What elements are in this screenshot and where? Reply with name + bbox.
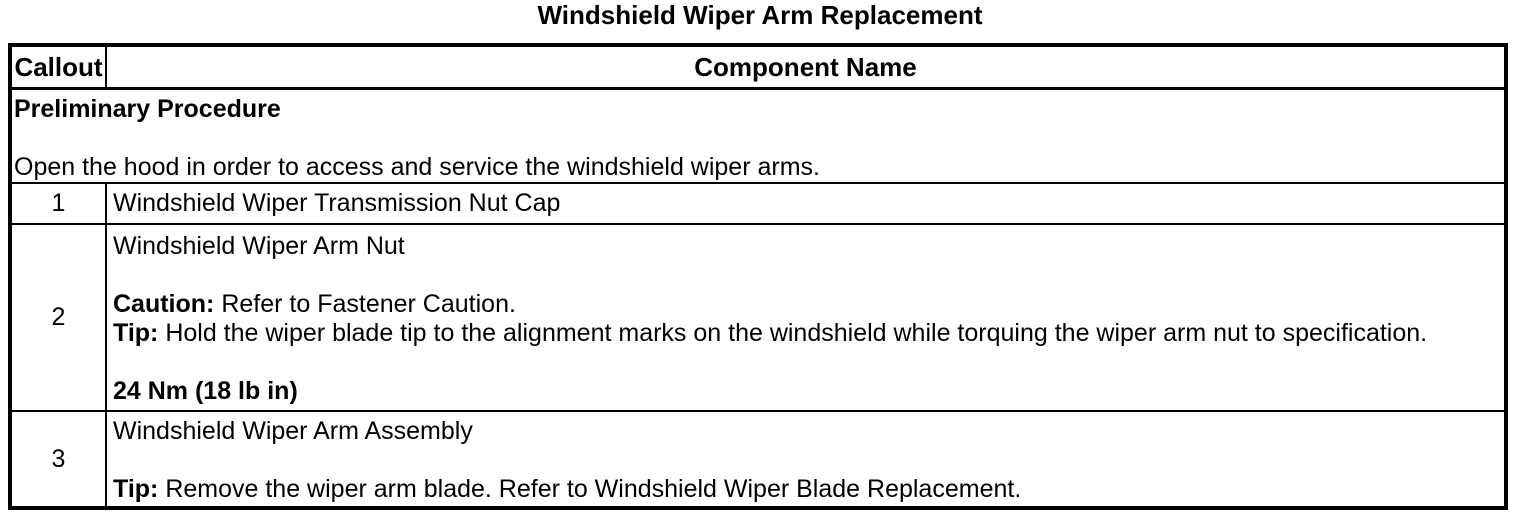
page-title: Windshield Wiper Arm Replacement: [537, 0, 983, 30]
component-cell: Windshield Wiper Arm Nut Caution: Refer …: [107, 225, 1504, 410]
preliminary-procedure-row: Preliminary Procedure Open the hood in o…: [12, 90, 1504, 184]
component-text: Windshield Wiper Transmission Nut Cap: [113, 189, 561, 217]
caution-line: Caution: Refer to Fastener Caution.: [113, 290, 1504, 319]
component-table: Callout Component Name Preliminary Proce…: [8, 43, 1508, 510]
component-text: Windshield Wiper Arm Assembly: [113, 417, 473, 445]
caution-label: Caution:: [113, 290, 215, 318]
callout-number: 2: [12, 225, 107, 410]
callout-number: 3: [12, 412, 107, 506]
caution-text: Refer to Fastener Caution.: [214, 290, 516, 318]
blank-line: [113, 348, 1504, 377]
component-text: Windshield Wiper Arm Nut: [113, 232, 405, 260]
tip-text: Remove the wiper arm blade. Refer to Win…: [158, 475, 1022, 503]
component-name-line: Windshield Wiper Transmission Nut Cap: [113, 189, 560, 218]
torque-spec-line: 24 Nm (18 lb in): [113, 377, 1504, 406]
torque-spec-text: 24 Nm (18 lb in): [113, 377, 298, 405]
preliminary-procedure-text: Open the hood in order to access and ser…: [14, 153, 820, 181]
component-name-line: Windshield Wiper Arm Nut: [113, 232, 1504, 261]
component-name-line: Windshield Wiper Arm Assembly: [113, 417, 1504, 446]
tip-line: Tip: Hold the wiper blade tip to the ali…: [113, 319, 1504, 348]
preliminary-procedure-heading: Preliminary Procedure: [14, 95, 281, 123]
component-cell: Windshield Wiper Transmission Nut Cap: [107, 184, 1504, 223]
blank-line: [14, 124, 1498, 153]
callout-column-header: Callout: [12, 47, 107, 87]
component-name-column-header: Component Name: [694, 51, 917, 82]
tip-text: Hold the wiper blade tip to the alignmen…: [158, 319, 1428, 347]
component-cell: Windshield Wiper Arm Assembly Tip: Remov…: [107, 412, 1504, 506]
tip-label: Tip:: [113, 475, 159, 503]
table-row: 1 Windshield Wiper Transmission Nut Cap: [12, 184, 1504, 225]
callout-number: 1: [12, 184, 107, 223]
table-header-row: Callout Component Name: [12, 47, 1504, 90]
table-row: 2 Windshield Wiper Arm Nut Caution: Refe…: [12, 225, 1504, 412]
table-row: 3 Windshield Wiper Arm Assembly Tip: Rem…: [12, 412, 1504, 506]
tip-line: Tip: Remove the wiper arm blade. Refer t…: [113, 475, 1504, 504]
tip-label: Tip:: [113, 319, 159, 347]
blank-line: [113, 446, 1504, 475]
blank-line: [113, 261, 1504, 290]
